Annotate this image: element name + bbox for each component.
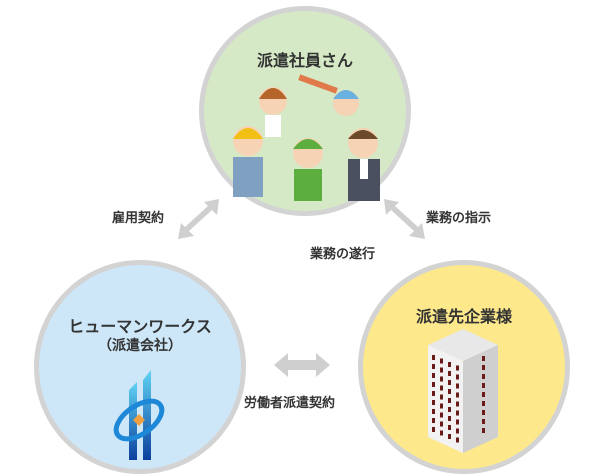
label-dispatch-contract: 労働者派遣契約	[244, 396, 336, 411]
client-title: 派遣先企業様	[415, 307, 512, 326]
building-icon	[428, 329, 498, 453]
company-logo-icon	[113, 370, 165, 460]
staff-circle: 派遣社員さん	[199, 6, 411, 216]
label-execution: 業務の遂行	[310, 247, 376, 262]
arrow-instruction	[384, 199, 425, 239]
arrow-employment	[178, 199, 219, 239]
client-circle: 派遣先企業様	[358, 260, 570, 474]
agency-circle: ヒューマンワークス （派遣会社）	[34, 260, 246, 474]
label-instruction: 業務の指示	[426, 211, 492, 226]
label-employment: 雇用契約	[112, 211, 165, 226]
staff-title: 派遣社員さん	[256, 51, 353, 70]
arrow-dispatch	[274, 353, 330, 377]
agency-subtitle: （派遣会社）	[98, 338, 182, 354]
agency-title: ヒューマンワークス	[68, 317, 212, 336]
workers-illustration	[233, 74, 380, 201]
